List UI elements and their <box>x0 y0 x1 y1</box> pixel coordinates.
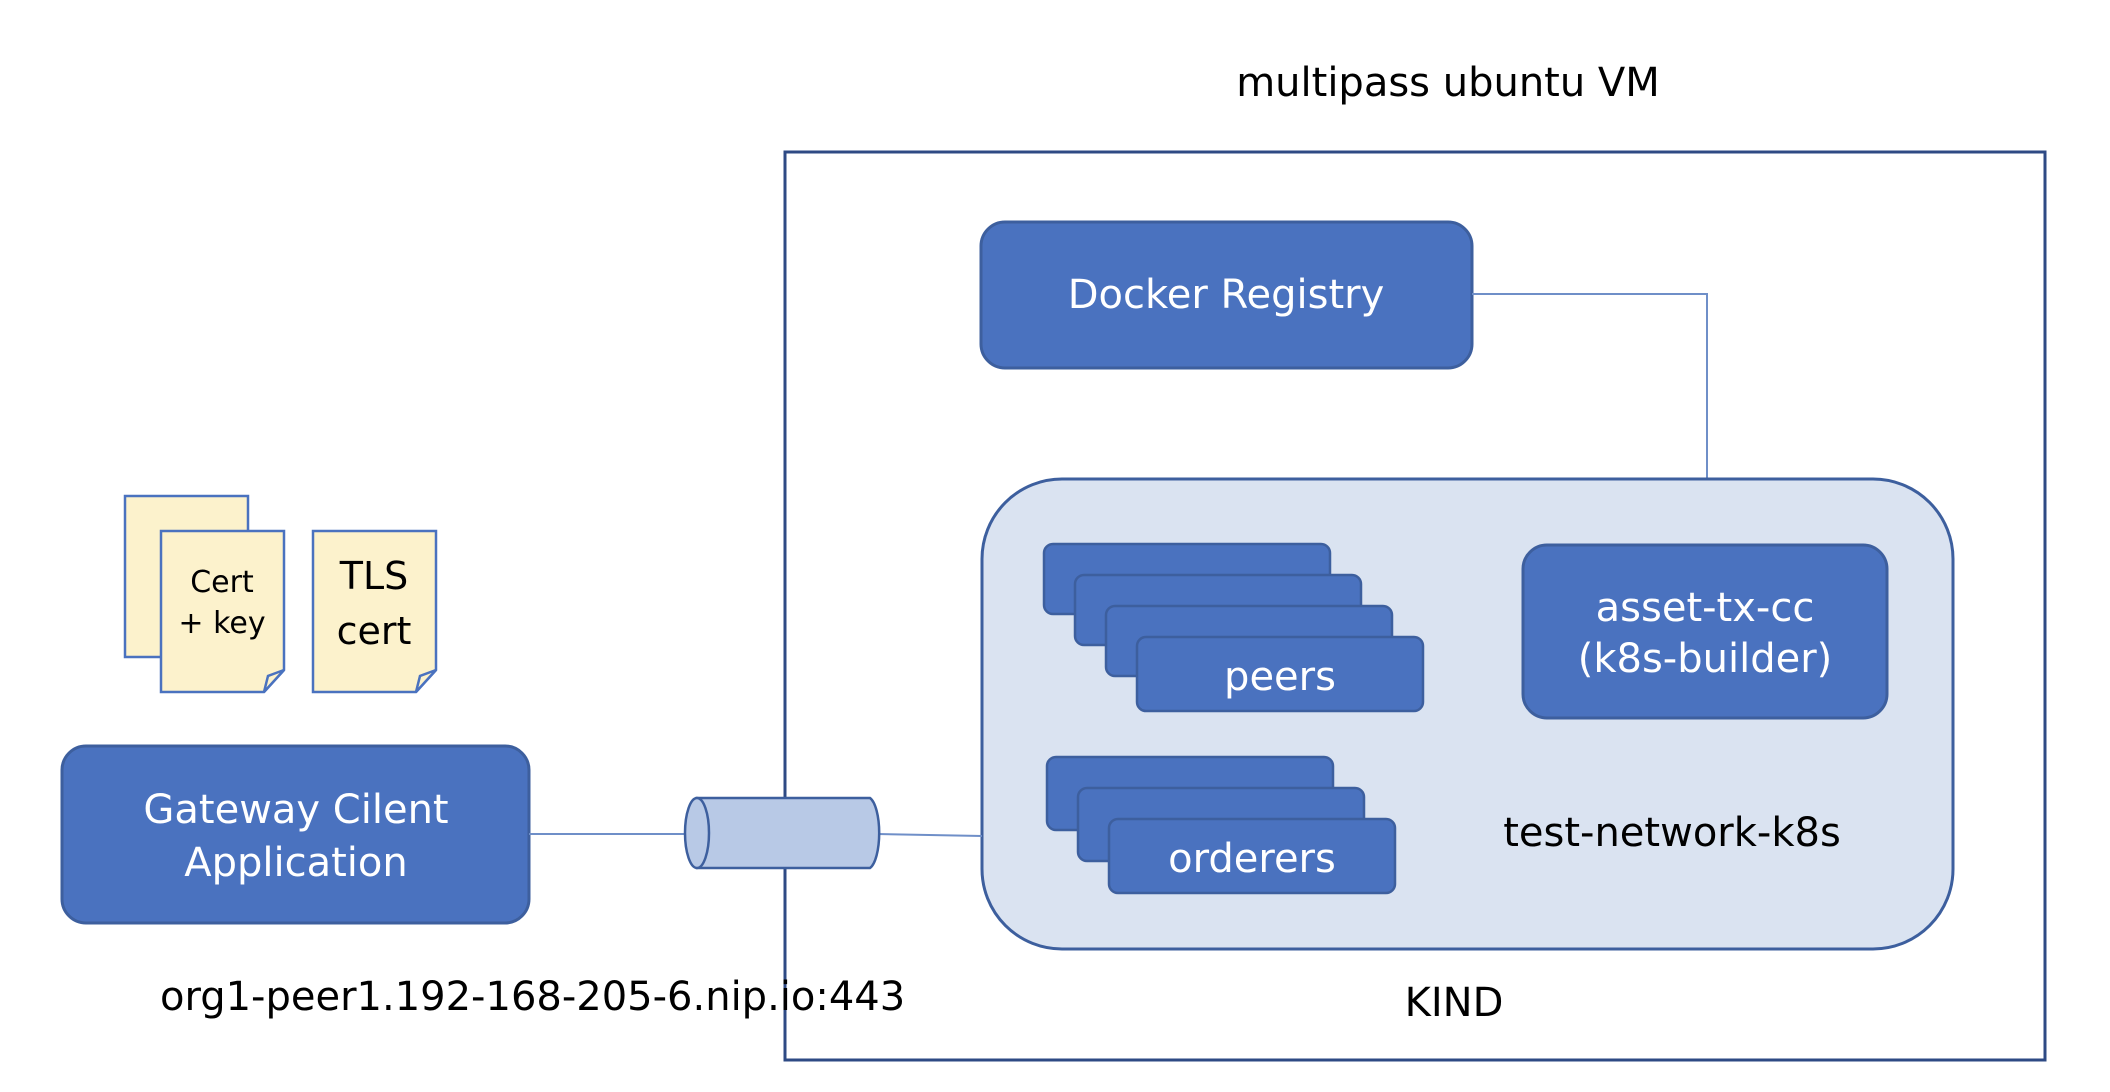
gateway-client-label-line1: Gateway Cilent <box>143 787 448 833</box>
chaincode-label-line2: (k8s-builder) <box>1578 636 1833 682</box>
cluster-label: test-network-k8s <box>1503 810 1841 856</box>
cert-label-line1: Cert <box>190 565 254 600</box>
docker-registry-node[interactable]: Docker Registry <box>979 220 1474 370</box>
chaincode-label-line1: asset-tx-cc <box>1596 585 1815 631</box>
registry-to-chaincode-connector <box>1472 293 1713 542</box>
cert-key-document: Cert + key <box>123 494 286 694</box>
tls-cert-document: TLS cert <box>311 529 438 694</box>
vm-boundary <box>783 150 2047 1062</box>
kind-label: KIND <box>1405 980 1504 1026</box>
peers-label: peers <box>1224 654 1336 700</box>
cert-label-line2: + key <box>178 606 265 641</box>
orderers-stack[interactable]: orderers <box>1045 755 1397 895</box>
orderers-label: orderers <box>1168 836 1336 882</box>
tls-label-line2: cert <box>337 609 412 653</box>
peer-card <box>1135 635 1425 713</box>
docker-registry-label: Docker Registry <box>1068 272 1385 318</box>
chaincode-node[interactable]: asset-tx-cc (k8s-builder) <box>1521 543 1889 720</box>
endpoint-label: org1-peer1.192-168-205-6.nip.io:443 <box>160 974 905 1020</box>
gateway-client-node[interactable]: Gateway Cilent Application <box>60 744 531 925</box>
tunnel-to-cluster-connector <box>876 833 983 837</box>
ingress-tunnel-icon <box>683 796 881 870</box>
peers-stack[interactable]: peers <box>1042 542 1425 713</box>
orderer-card <box>1107 817 1397 895</box>
tls-label-line1: TLS <box>339 554 409 598</box>
vm-title: multipass ubuntu VM <box>1236 60 1660 106</box>
gateway-client-label-line2: Application <box>184 840 408 886</box>
